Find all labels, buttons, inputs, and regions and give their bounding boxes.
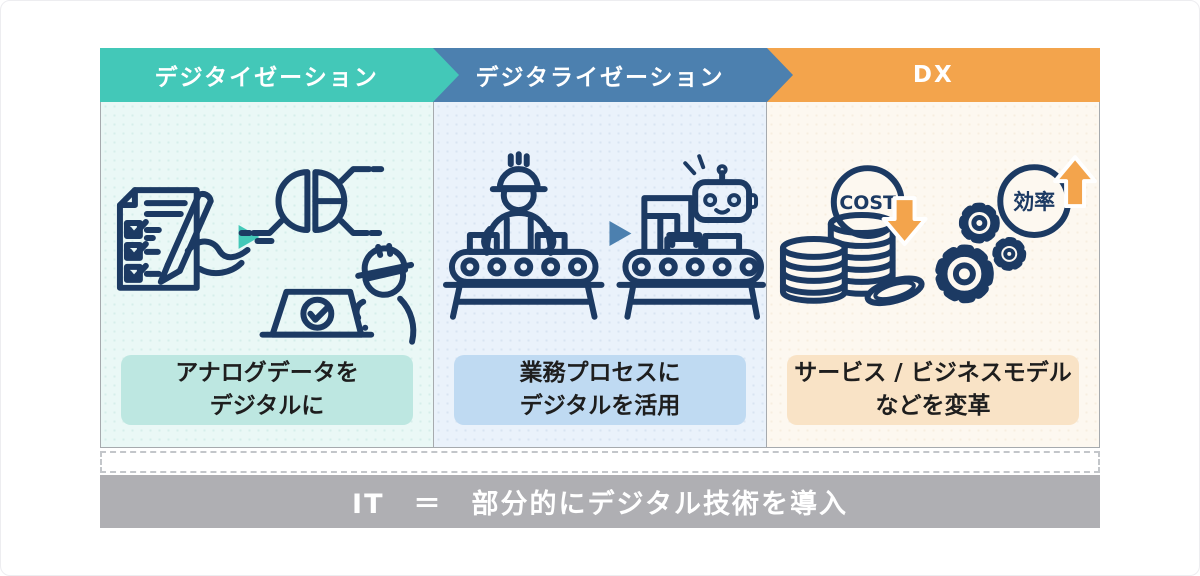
- arrow-right-icon: [238, 225, 260, 249]
- digitalization-illustration: [442, 151, 766, 320]
- stage-header-label: デジタイゼーション: [154, 65, 379, 91]
- checklist-pen-icon: [116, 187, 251, 291]
- caption-text: サービス / ビジネスモデル などを変革: [794, 359, 1072, 419]
- gears-icon: [934, 202, 1027, 304]
- arrow-right-icon: [609, 221, 632, 246]
- diagram-block: デジタイゼーション デジタライゼーション DX: [100, 48, 1100, 528]
- conveyor-belt-icon: [442, 248, 605, 320]
- stage-column-dx: COST: [766, 102, 1099, 447]
- pie-chart-icon: [238, 166, 385, 244]
- it-definition-bar: IT ＝ 部分的にデジタル技術を導入: [100, 475, 1100, 528]
- digitization-illustration: [116, 166, 417, 345]
- robot-arm-conveyor-icon: [616, 195, 766, 320]
- chevron-right-icon: [766, 48, 793, 102]
- caption-text: 業務プロセスに デジタルを活用: [519, 359, 681, 419]
- chevron-right-icon: [433, 48, 460, 102]
- stage-header-label: デジタライゼーション: [475, 65, 725, 91]
- cost-down-arrow-icon: [881, 196, 928, 246]
- efficiency-circle-badge: 効率: [997, 164, 1072, 238]
- cost-label: COST: [839, 192, 896, 214]
- efficiency-label: 効率: [1013, 190, 1055, 214]
- stage-caption-digitalization: 業務プロセスに デジタルを活用: [454, 355, 746, 425]
- stage-caption-digitization: アナログデータを デジタルに: [121, 355, 413, 425]
- stage-column-digitalization: 業務プロセスに デジタルを活用: [433, 102, 766, 447]
- stage-caption-dx: サービス / ビジネスモデル などを変革: [787, 355, 1079, 425]
- stage-header-digitalization: デジタライゼーション: [433, 48, 793, 102]
- stage-header-digitization: デジタイゼーション: [100, 48, 460, 102]
- efficiency-up-arrow-icon: [1053, 155, 1098, 209]
- caption-text: アナログデータを デジタルに: [175, 359, 359, 419]
- stage-headers: デジタイゼーション デジタライゼーション DX: [100, 48, 1100, 102]
- stage-column-digitization: アナログデータを デジタルに: [101, 102, 433, 447]
- robot-icon: [683, 154, 759, 224]
- stage-columns: アナログデータを デジタルに: [100, 102, 1100, 448]
- factory-worker-icon: [466, 151, 568, 256]
- worker-laptop-icon: [259, 242, 417, 345]
- coins-icon: [779, 212, 925, 307]
- it-definition-text: IT ＝ 部分的にデジタル技術を導入: [352, 489, 848, 520]
- stage-header-label: DX: [912, 62, 954, 88]
- it-scope-bracket: [100, 451, 1100, 473]
- dx-illustration: COST: [779, 155, 1098, 307]
- stage-header-dx: DX: [766, 48, 1100, 102]
